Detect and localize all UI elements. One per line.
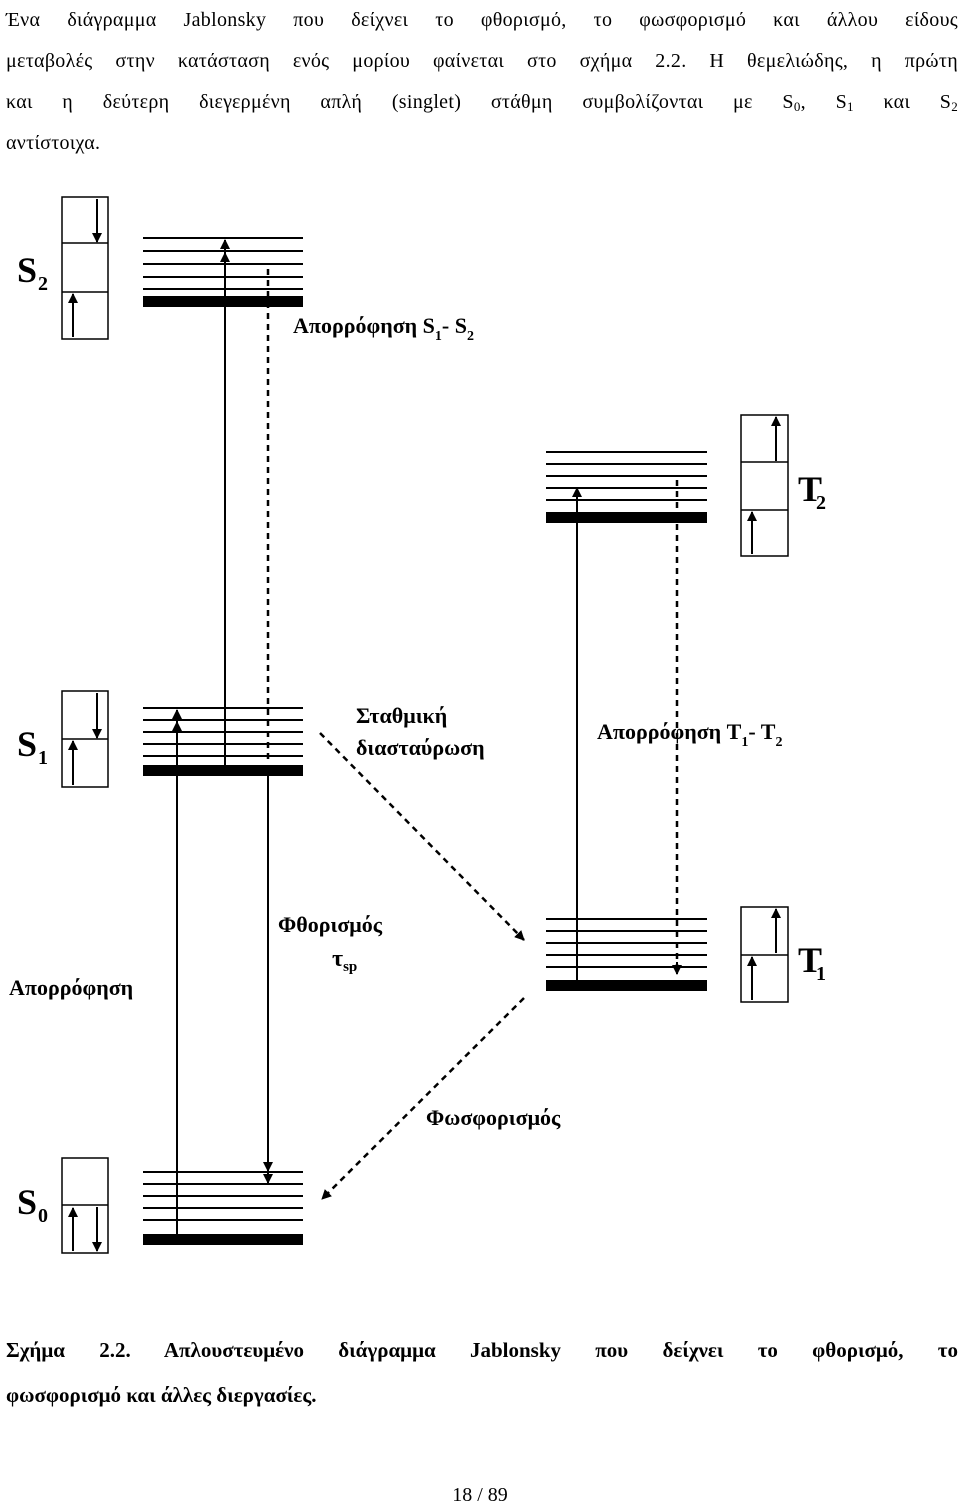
- jablonsky-diagram: S 2 S 1 S 0: [9, 196, 826, 1254]
- label-absorption-t1-t2: Απορρόφηση T1- T2: [597, 719, 782, 750]
- svg-text:1: 1: [816, 963, 826, 985]
- label-phosphorescence: Φωσφορισμός: [426, 1105, 561, 1130]
- s1-spin-box: [61, 690, 109, 788]
- s0-spin-box: [61, 1157, 109, 1254]
- s2-spin-box: [61, 196, 109, 340]
- t1-spin-box: [740, 906, 789, 1003]
- label-intersystem-crossing: Σταθμική διασταύρωση: [356, 703, 485, 760]
- caption-line-2: φωσφορισμό και άλλες διεργασίες.: [6, 1383, 317, 1407]
- svg-text:2: 2: [38, 273, 48, 295]
- intro-line-4: αντίστοιχα.: [6, 132, 101, 154]
- svg-text:T: T: [798, 940, 822, 980]
- page-number: 18 / 89: [452, 1484, 508, 1506]
- intro-line-1: Ένα διάγραμμα Jablonsky που δείχνει το φ…: [6, 9, 958, 31]
- t2-state-label: T 2: [798, 469, 826, 514]
- label-fluorescence: Φθορισμός τsp: [278, 912, 383, 975]
- intro-paragraph: Ένα διάγραμμα Jablonsky που δείχνει το φ…: [6, 0, 958, 164]
- svg-text:τsp: τsp: [332, 946, 357, 975]
- figure-caption: Σχήμα 2.2. Απλουστευμένο διάγραμμα Jablo…: [6, 1328, 958, 1418]
- label-absorption: Απορρόφηση: [9, 975, 133, 1000]
- t2-spin-box: [740, 414, 789, 557]
- svg-text:2: 2: [816, 492, 826, 514]
- svg-text:1: 1: [38, 747, 48, 769]
- svg-text:διασταύρωση: διασταύρωση: [356, 735, 485, 760]
- svg-text:Απορρόφηση T1- T2: Απορρόφηση T1- T2: [597, 719, 782, 750]
- svg-text:S: S: [17, 250, 37, 290]
- svg-text:Απορρόφηση S1- S2: Απορρόφηση S1- S2: [293, 313, 474, 344]
- s0-vibrational-levels: [143, 1171, 303, 1245]
- intro-line-3: και η δεύτερη διεγερμένη απλή (singlet) …: [6, 91, 959, 114]
- t1-ground-level: [546, 980, 707, 991]
- svg-text:0: 0: [38, 1205, 48, 1227]
- caption-line-1: Σχήμα 2.2. Απλουστευμένο διάγραμμα Jablo…: [6, 1338, 958, 1362]
- svg-text:Σταθμική: Σταθμική: [356, 703, 447, 728]
- s2-state-label: S 2: [17, 250, 48, 295]
- intro-line-2: μεταβολές στην κατάσταση ενός μορίου φαί…: [6, 50, 958, 72]
- label-absorption-s1-s2: Απορρόφηση S1- S2: [293, 313, 474, 344]
- s1-ground-level: [143, 765, 303, 776]
- s0-state-label: S 0: [17, 1182, 48, 1227]
- t1-vibrational-levels: [546, 918, 707, 991]
- t1-state-label: T 1: [798, 940, 826, 985]
- s1-state-label: S 1: [17, 724, 48, 769]
- phosphorescence-arrow: [321, 997, 525, 1200]
- svg-text:T: T: [798, 469, 822, 509]
- s0-ground-level: [143, 1234, 303, 1245]
- intersystem-crossing-arrow: [319, 732, 525, 941]
- svg-text:S: S: [17, 724, 37, 764]
- svg-text:Φωσφορισμός: Φωσφορισμός: [426, 1105, 561, 1130]
- svg-text:Φθορισμός: Φθορισμός: [278, 912, 383, 937]
- s2-ground-level: [143, 296, 303, 307]
- svg-text:Απορρόφηση: Απορρόφηση: [9, 975, 133, 1000]
- s2-vibrational-levels: [143, 237, 303, 307]
- s1-vibrational-levels: [143, 707, 303, 776]
- t2-ground-level: [546, 512, 707, 523]
- svg-text:S: S: [17, 1182, 37, 1222]
- t2-vibrational-levels: [546, 451, 707, 523]
